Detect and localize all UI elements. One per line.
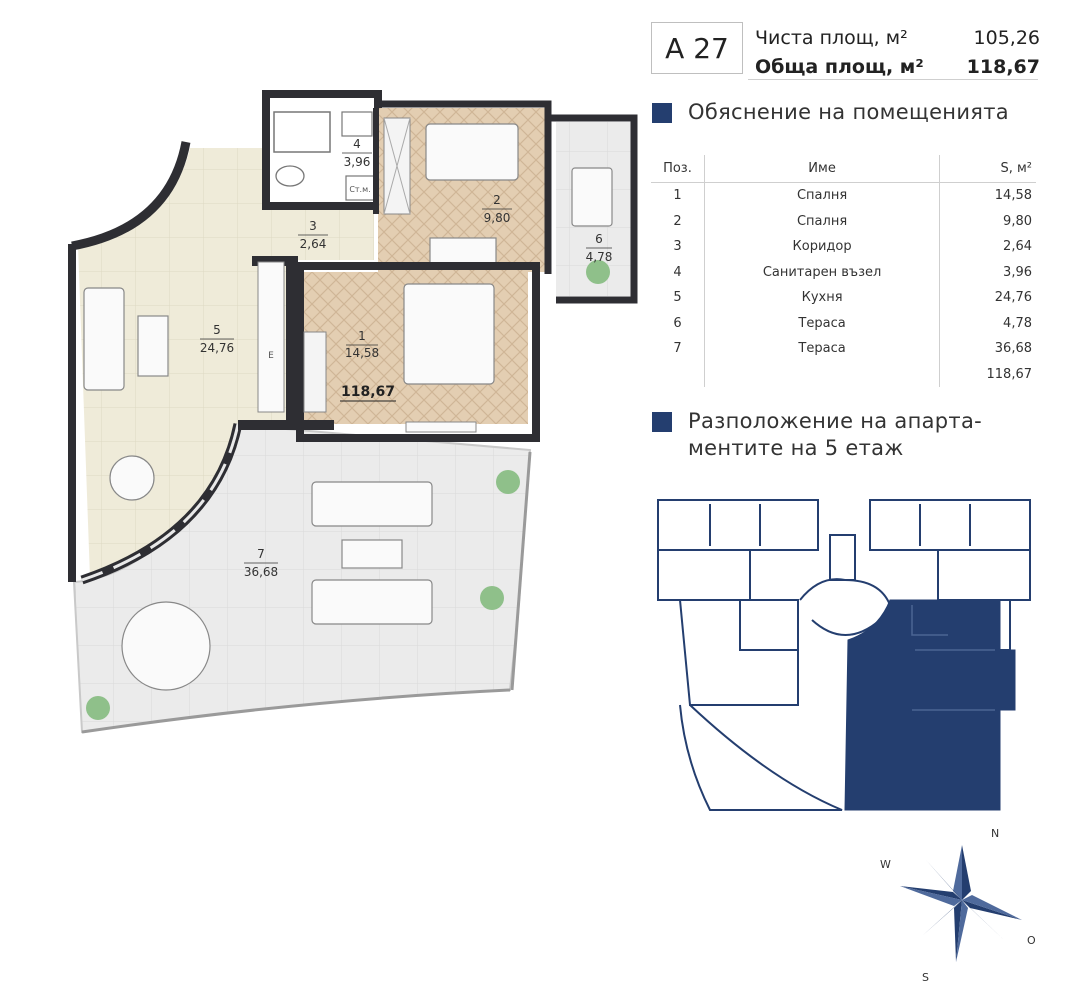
svg-text:4,78: 4,78 <box>586 250 613 264</box>
compass-w: W <box>880 858 891 871</box>
svg-text:1: 1 <box>358 329 366 343</box>
svg-text:24,76: 24,76 <box>200 341 234 355</box>
table-total-row: 118,67 <box>651 361 1036 387</box>
cell-area: 4,78 <box>1003 315 1032 331</box>
col-header-name: Име <box>704 155 941 183</box>
section-marker <box>652 412 672 432</box>
rooms-section-title: Обяснение на помещенията <box>688 100 1009 124</box>
cell-name <box>704 361 941 387</box>
svg-text:3,96: 3,96 <box>344 155 371 169</box>
stack-label: Е <box>268 351 274 361</box>
svg-text:6: 6 <box>595 232 603 246</box>
location-section-title: Разположение на апарта- ментите на 5 ета… <box>688 408 982 462</box>
gross-area-value: 118,67 <box>966 56 1040 78</box>
svg-text:2,64: 2,64 <box>300 237 327 251</box>
compass-o: O <box>1027 934 1036 947</box>
cell-pos: 5 <box>651 285 705 311</box>
room-label-1: 1 14,58 <box>345 329 379 360</box>
net-area-value: 105,26 <box>973 27 1040 49</box>
svg-text:3: 3 <box>309 219 317 233</box>
table-row: 5 Кухня 24,76 <box>651 285 1036 311</box>
gross-area-label: Обща площ, м² <box>755 56 924 78</box>
cell-pos: 6 <box>651 310 705 336</box>
cell-pos <box>651 361 705 387</box>
cell-name: Санитарен възел <box>704 259 941 285</box>
cell-pos: 3 <box>651 234 705 260</box>
room-label-3: 3 2,64 <box>298 219 328 251</box>
plan-total-area: 118,67 <box>340 384 396 402</box>
apartment-number: А 27 <box>665 31 729 65</box>
floor-key-plan <box>657 499 1031 811</box>
total-area-cell: 118,67 <box>986 366 1033 382</box>
cell-name: Тераса <box>704 310 941 336</box>
svg-text:7: 7 <box>257 547 265 561</box>
cell-area: 36,68 <box>994 341 1032 357</box>
table-row: 1 Спалня 14,58 <box>651 182 1036 209</box>
col-header-pos: Поз. <box>651 155 705 183</box>
section-marker <box>652 103 672 123</box>
cell-pos: 2 <box>651 208 705 234</box>
cell-pos: 7 <box>651 336 705 362</box>
cell-name: Спалня <box>704 208 941 234</box>
location-title-line2: ментите на 5 етаж <box>688 436 904 460</box>
table-header-row: Поз. Име S, м² <box>651 155 1036 183</box>
header-divider <box>748 79 1038 80</box>
compass-n: N <box>991 827 999 840</box>
cell-pos: 1 <box>651 182 705 209</box>
floor-plan: Ст.м. 1 14,58 2 9,80 3 <box>68 90 638 734</box>
table-row: 2 Спалня 9,80 <box>651 208 1036 234</box>
svg-text:2: 2 <box>493 193 501 207</box>
svg-text:5: 5 <box>213 323 221 337</box>
compass-s: S <box>922 971 929 984</box>
cell-area: 9,80 <box>1003 213 1032 229</box>
col-header-area: S, м² <box>939 155 1036 183</box>
rooms-table: Поз. Име S, м² 1 Спалня 14,58 2 Спалня 9… <box>651 155 1036 387</box>
cell-name: Коридор <box>704 234 941 260</box>
apartment-number-box: А 27 <box>651 22 743 74</box>
highlighted-apartment <box>844 599 1016 811</box>
table-row: 6 Тераса 4,78 <box>651 310 1036 336</box>
room-label-5: 5 24,76 <box>200 323 234 355</box>
table-row: 4 Санитарен възел 3,96 <box>651 259 1036 285</box>
table-row: 3 Коридор 2,64 <box>651 234 1036 260</box>
cell-area: 2,64 <box>1003 239 1032 255</box>
svg-text:4: 4 <box>353 137 361 151</box>
compass-rose-icon: N W O S <box>880 827 1036 984</box>
net-area-label: Чиста площ, м² <box>755 27 908 49</box>
cell-name: Кухня <box>704 285 941 311</box>
table-row: 7 Тераса 36,68 <box>651 336 1036 362</box>
washer-label: Ст.м. <box>349 185 370 194</box>
cell-name: Тераса <box>704 336 941 362</box>
cell-area: 3,96 <box>1003 264 1032 280</box>
room-label-7: 7 36,68 <box>244 547 278 579</box>
room-label-6: 6 4,78 <box>586 232 613 264</box>
room-label-4: 4 3,96 <box>342 137 372 169</box>
svg-text:118,67: 118,67 <box>341 384 395 400</box>
svg-text:36,68: 36,68 <box>244 565 278 579</box>
svg-text:14,58: 14,58 <box>345 346 379 360</box>
cell-area: 24,76 <box>994 290 1032 306</box>
svg-text:9,80: 9,80 <box>484 211 511 225</box>
cell-pos: 4 <box>651 259 705 285</box>
room-label-2: 2 9,80 <box>482 193 512 225</box>
location-title-line1: Разположение на апарта- <box>688 409 983 433</box>
cell-name: Спалня <box>704 182 941 209</box>
cell-area: 14,58 <box>994 188 1032 204</box>
